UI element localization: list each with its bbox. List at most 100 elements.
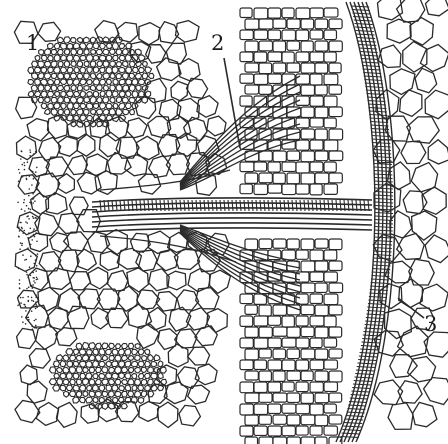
radial-cell <box>240 8 252 18</box>
bundle-cell <box>119 67 125 72</box>
stipple-dot <box>22 164 24 166</box>
bundle-cell <box>78 37 83 42</box>
ring-hatch <box>367 307 385 308</box>
bundle-cell <box>121 356 127 361</box>
bundle-cell <box>48 56 54 61</box>
radial-cell <box>329 173 342 183</box>
stipple-dot <box>20 297 22 299</box>
bundle-cell <box>80 115 87 121</box>
bundle-cell <box>41 91 47 98</box>
bundle-cell <box>116 73 122 78</box>
bundle-cell <box>86 43 93 49</box>
radial-cell <box>301 63 315 73</box>
bundle-cell <box>160 367 166 373</box>
radial-cell <box>329 327 342 337</box>
radial-cell <box>324 426 337 435</box>
bundle-cell <box>106 79 111 84</box>
bundle-cell <box>119 55 125 60</box>
stipple-dot <box>30 244 32 246</box>
parenchyma-cell <box>207 116 226 136</box>
parenchyma-cell <box>127 118 147 138</box>
stipple-dot <box>36 167 38 169</box>
trace-hatch <box>120 200 121 211</box>
bundle-cell <box>73 361 79 366</box>
radial-cell <box>310 338 322 348</box>
stipple-dot <box>18 181 20 183</box>
stipple-dot <box>29 149 31 151</box>
bundle-cell <box>113 397 119 402</box>
bundle-cell <box>41 103 47 109</box>
bundle-cell <box>48 67 54 73</box>
trace-hatch <box>256 200 257 211</box>
bundle-cell <box>77 49 83 55</box>
bundle-cell <box>84 37 90 43</box>
radial-cell <box>254 184 268 195</box>
bundle-cell <box>128 378 134 385</box>
radial-cell <box>240 360 253 370</box>
radial-cell <box>287 19 300 29</box>
radial-cell <box>254 404 268 414</box>
bundle-cell <box>100 55 106 61</box>
stipple-dot <box>24 230 26 232</box>
radial-cell <box>282 8 294 18</box>
ring-hatch <box>363 73 381 74</box>
bundle-cell <box>112 373 119 379</box>
radial-cell <box>240 52 253 62</box>
bundle-cell <box>83 367 89 372</box>
ring-hatch <box>351 395 369 396</box>
parenchyma-cell <box>18 290 39 308</box>
stipple-dot <box>27 237 29 239</box>
trace-hatch <box>224 200 225 211</box>
stipple-dot <box>31 239 33 241</box>
radial-cell <box>240 30 253 40</box>
bundle-cell <box>145 349 150 355</box>
trace-hatch <box>176 200 177 211</box>
trace-hatch <box>244 200 245 211</box>
stipple-dot <box>34 236 36 238</box>
bundle-cell <box>86 79 92 84</box>
stipple-dot <box>27 222 29 224</box>
bundle-cell <box>83 391 88 397</box>
cortex-cell <box>385 116 410 141</box>
radial-cell <box>310 294 322 303</box>
stipple-dot <box>18 236 20 238</box>
radial-cell <box>324 74 338 85</box>
stipple-dot <box>32 171 34 173</box>
stipple-dot <box>37 253 39 255</box>
radial-cell <box>259 41 273 51</box>
stipple-dot <box>24 259 26 261</box>
stipple-dot <box>33 228 35 230</box>
stipple-dot <box>27 247 29 249</box>
bundle-cell <box>38 85 44 92</box>
parenchyma-cell <box>77 210 101 232</box>
bundle-cell <box>102 343 108 349</box>
stipple-dot <box>30 209 32 211</box>
bundle-cell <box>130 109 135 115</box>
stipple-dot <box>21 243 23 245</box>
bundle-cell <box>64 37 71 44</box>
bundle-cell <box>54 373 60 378</box>
radial-cell <box>324 8 338 17</box>
parenchyma-cell <box>38 22 61 41</box>
parenchyma-cell <box>70 197 89 215</box>
bundle-cell <box>86 397 93 403</box>
bundle-cell <box>122 380 128 385</box>
bundle-cell <box>31 85 37 91</box>
bundle-cell <box>109 403 115 409</box>
radial-cell <box>329 349 342 358</box>
bundle-cell <box>64 73 70 80</box>
stipple-dot <box>31 310 33 312</box>
trace-hatch <box>288 200 289 211</box>
stipple-dot <box>35 217 37 219</box>
bundle-cell <box>138 79 145 85</box>
bundle-cell <box>79 385 85 392</box>
bundle-cell <box>96 367 102 372</box>
stipple-dot <box>35 319 37 321</box>
radial-cell <box>310 74 322 85</box>
bundle-cell <box>158 373 163 379</box>
bundle-cell <box>90 85 95 91</box>
radial-cell <box>329 63 341 73</box>
bundle-cell <box>125 373 131 379</box>
radial-cell <box>310 184 322 195</box>
bundle-cell <box>64 86 70 92</box>
